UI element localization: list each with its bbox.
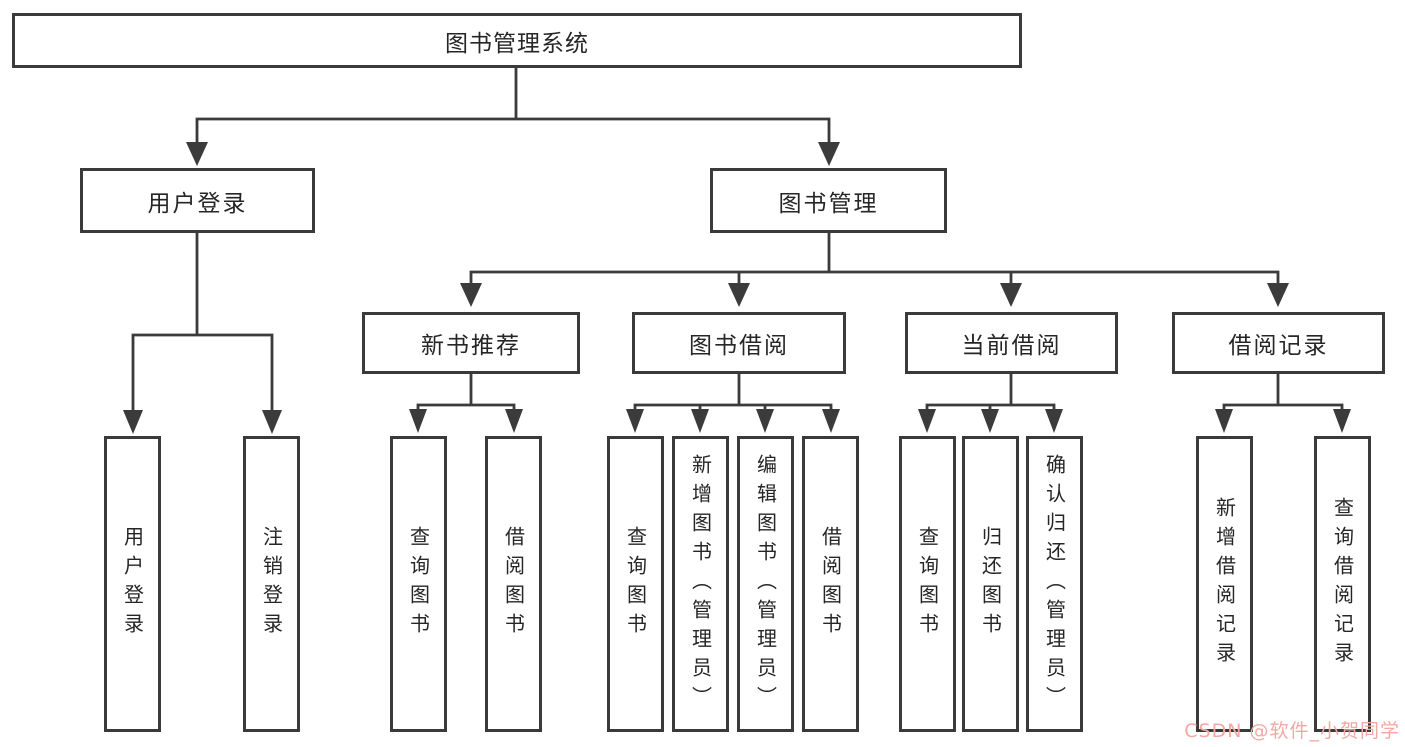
node-borrow-records: 借阅记录: [1172, 312, 1385, 374]
leaf-borrow-book-2: 借阅图书: [802, 436, 859, 732]
leaf-borrow-book-1: 借阅图书: [485, 436, 542, 732]
leaf-query-book-3: 查询图书: [899, 436, 956, 732]
node-root-system: 图书管理系统: [12, 13, 1022, 68]
leaf-query-book-1: 查询图书: [390, 436, 447, 732]
leaf-confirm-return-admin: 确认归还（管理员）: [1026, 436, 1083, 732]
node-book-borrow: 图书借阅: [632, 312, 846, 374]
leaf-add-book-admin: 新增图书（管理员）: [672, 436, 729, 732]
leaf-edit-book-admin: 编辑图书（管理员）: [737, 436, 794, 732]
csdn-watermark: CSDN @软件_小贺同学: [1184, 720, 1400, 742]
leaf-add-borrow-record: 新增借阅记录: [1196, 436, 1253, 732]
leaf-query-borrow-record: 查询借阅记录: [1314, 436, 1371, 732]
leaf-query-book-2: 查询图书: [607, 436, 664, 732]
leaf-return-book: 归还图书: [962, 436, 1019, 732]
leaf-user-login: 用户登录: [104, 436, 161, 732]
node-current-borrow: 当前借阅: [905, 312, 1118, 374]
leaf-logout: 注销登录: [243, 436, 300, 732]
node-user-login: 用户登录: [80, 168, 315, 233]
node-book-management: 图书管理: [710, 168, 947, 233]
node-new-book-recommend: 新书推荐: [362, 312, 580, 374]
